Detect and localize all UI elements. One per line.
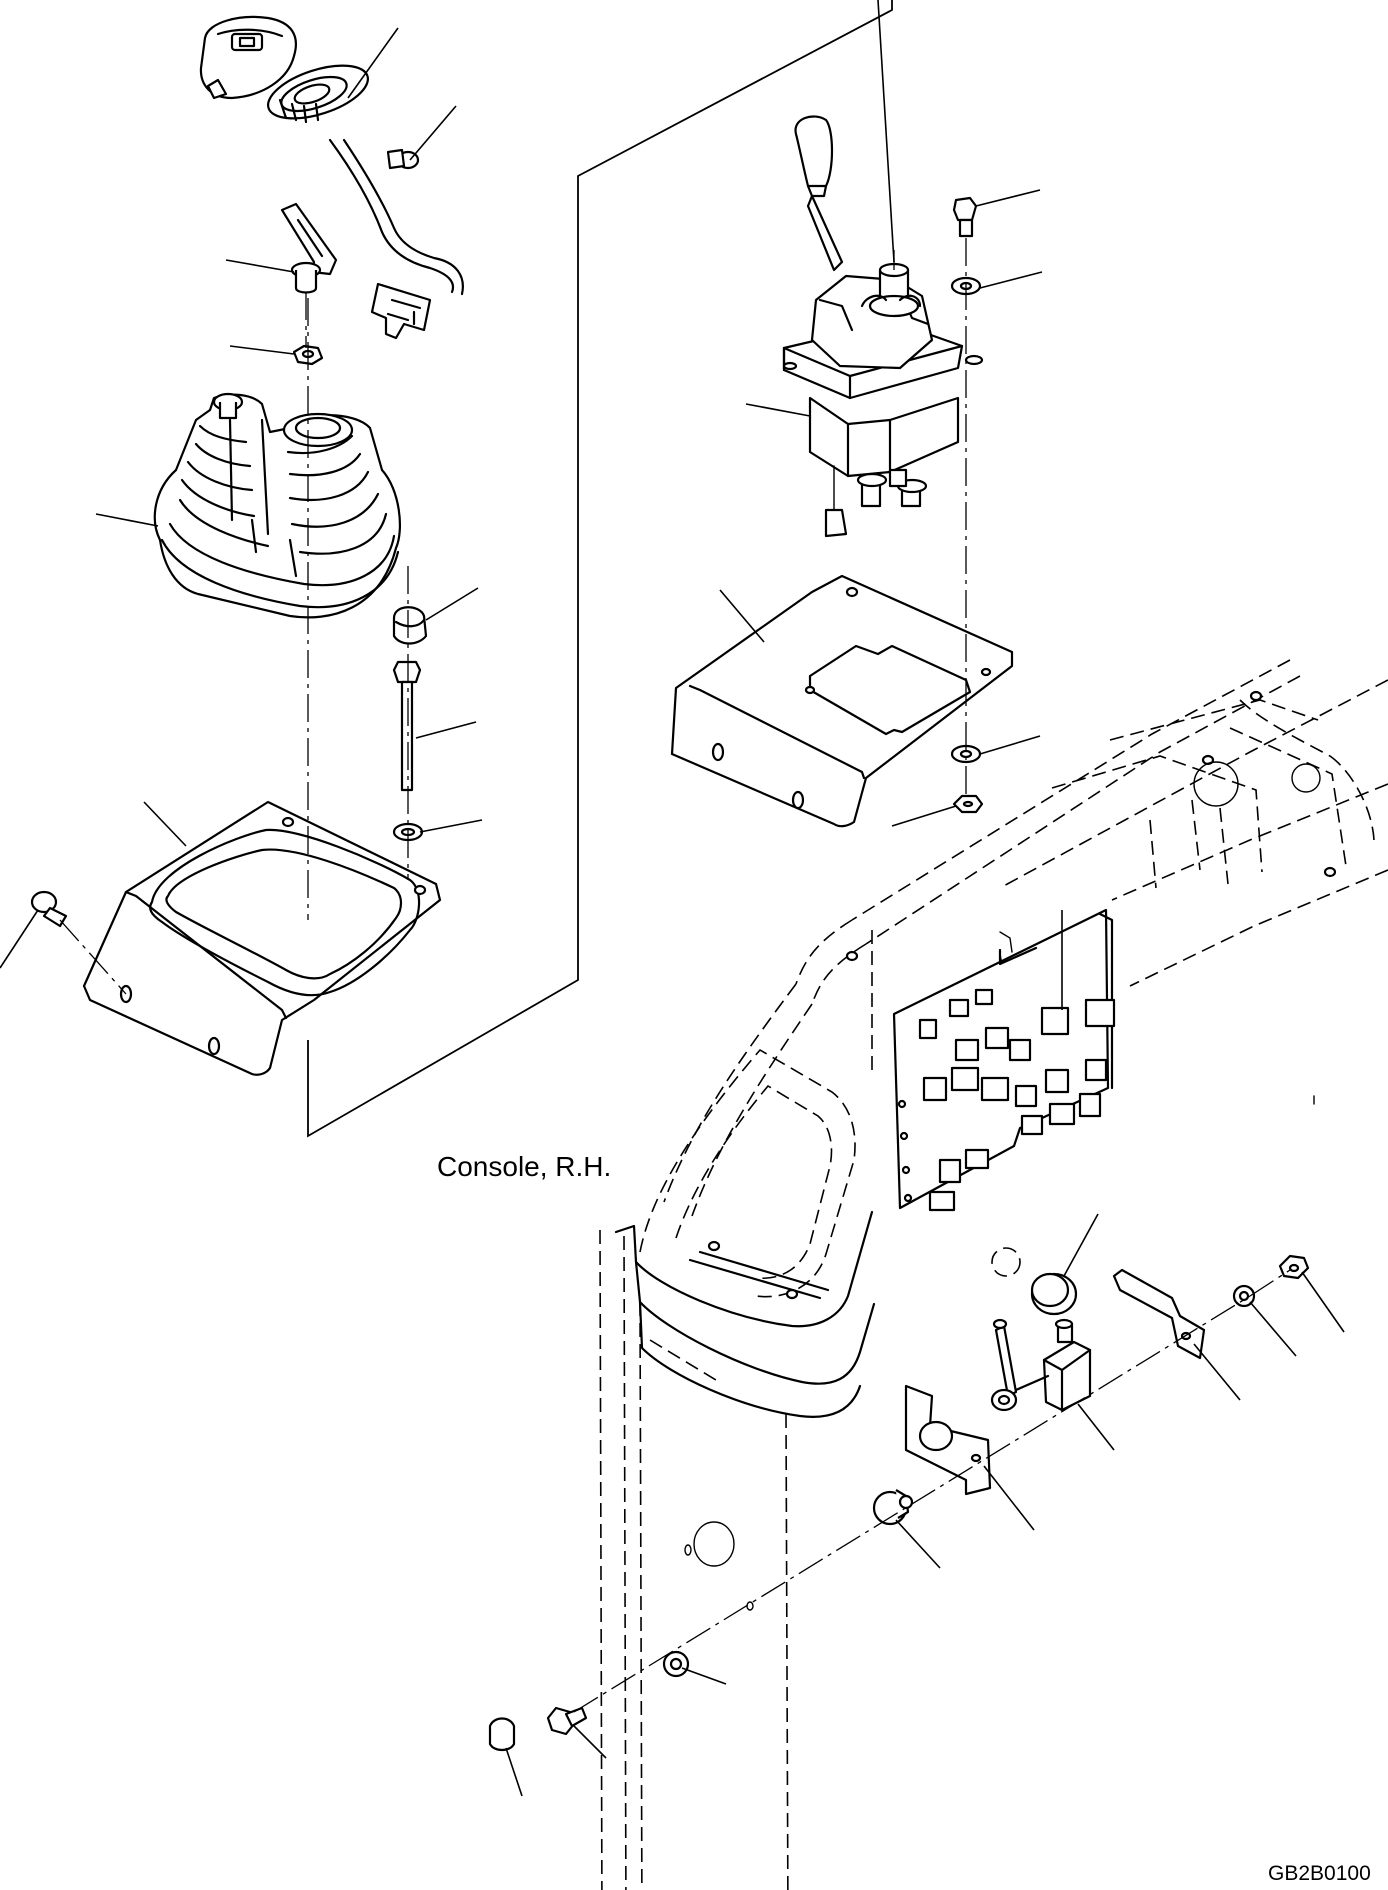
leader-lines-left <box>0 27 483 969</box>
joystick-lever <box>199 15 464 340</box>
washer-lower-left <box>662 1650 690 1678</box>
bolt-lower-left <box>546 1706 588 1736</box>
cap-lower-left <box>488 1717 516 1752</box>
plug <box>1030 1272 1078 1316</box>
shift-lever-valve <box>782 115 984 538</box>
nut-right-bottom <box>952 794 984 814</box>
console-rh-body <box>599 659 1388 1890</box>
nut-lower-right <box>1278 1254 1310 1280</box>
relay-board <box>892 908 1116 1212</box>
mount-plate-left <box>82 800 442 1076</box>
centerline-left-4 <box>59 919 127 995</box>
drawing-code: GB2B0100 <box>1268 1862 1371 1885</box>
rubber-boot <box>153 392 402 619</box>
bolt-joystick <box>386 148 420 170</box>
leader-lines-lower <box>505 910 1345 1797</box>
leader-lines-right-top <box>719 0 1043 827</box>
console-label: Console, R.H. <box>437 1151 611 1182</box>
clamp-bracket <box>1112 1268 1206 1360</box>
nut-left <box>292 344 324 366</box>
washer-lower-right <box>1232 1284 1256 1308</box>
assembly-frame <box>307 0 893 1138</box>
rubber-cushion <box>872 1489 914 1526</box>
long-bolt <box>392 660 422 792</box>
lever-switch <box>990 1318 1092 1412</box>
mount-plate-right <box>670 574 1014 828</box>
centerline-lower-1 <box>573 1295 1251 1713</box>
centerline-lower-2 <box>1249 1269 1291 1297</box>
mount-bracket-lower <box>904 1384 992 1496</box>
bracket-left <box>280 202 338 294</box>
cap-left <box>392 606 428 645</box>
bolt-right-top <box>952 196 978 238</box>
